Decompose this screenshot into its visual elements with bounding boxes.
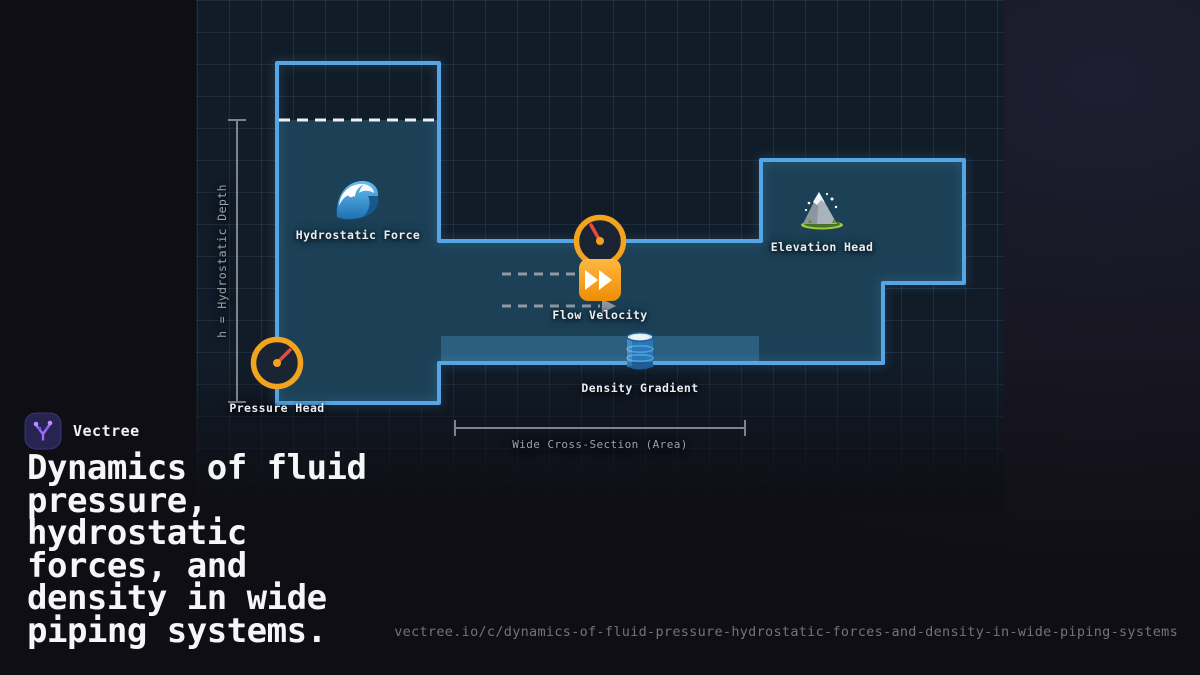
piping-diagram [228, 61, 966, 436]
vectree-logo-icon [24, 412, 62, 450]
density-gradient-label: Density Gradient [581, 381, 699, 395]
mountain-icon [801, 192, 843, 230]
oil-drum-icon [626, 332, 654, 370]
hydrostatic-force-label: Hydrostatic Force [295, 228, 421, 242]
flow-arrows [502, 272, 616, 313]
cross-section-label: Wide Cross-Section (Area) [512, 438, 688, 451]
brand: Vectree [24, 412, 140, 450]
wave-icon [336, 180, 379, 220]
elevation-head-label: Elevation Head [770, 240, 874, 254]
fast-forward-icon [579, 259, 621, 301]
flow-gauge-icon [573, 214, 627, 268]
cross-section-ruler [454, 420, 746, 436]
density-strip [441, 336, 759, 361]
depth-axis-label: h = Hydrostatic Depth [215, 184, 229, 338]
page-url: vectree.io/c/dynamics-of-fluid-pressure-… [394, 624, 1178, 640]
water-fill [277, 120, 964, 403]
flow-velocity-label: Flow Velocity [552, 308, 648, 322]
pressure-gauge-icon [250, 336, 304, 390]
depth-measure-line [228, 119, 246, 403]
pressure-head-label: Pressure Head [229, 401, 325, 415]
brand-name: Vectree [73, 422, 140, 440]
page-title: Dynamics of fluid pressure, hydrostatic … [27, 448, 367, 651]
pipe-outline [275, 61, 966, 405]
